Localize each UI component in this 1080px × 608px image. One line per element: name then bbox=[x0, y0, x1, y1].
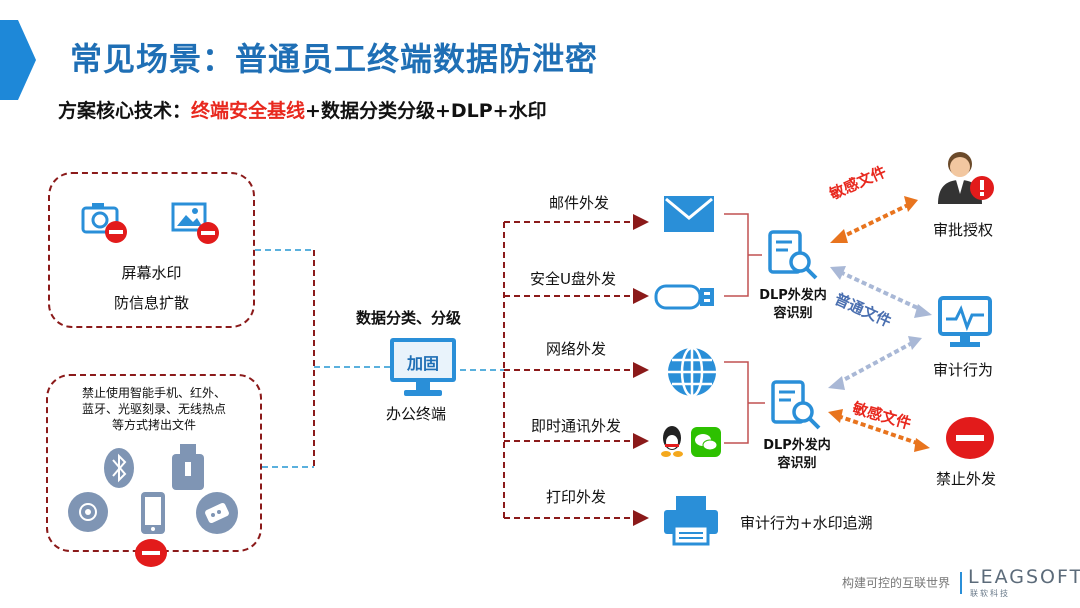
block-label: 禁止外发 bbox=[936, 470, 997, 488]
corner-decoration bbox=[0, 20, 36, 100]
footer-divider bbox=[960, 572, 962, 594]
globe-icon bbox=[668, 346, 716, 398]
sensitive-arrow-bottom bbox=[828, 409, 930, 452]
restriction-line-2: 蓝牙、光驱刻录、无线热点 bbox=[81, 402, 226, 416]
office-terminal-label: 办公终端 bbox=[386, 405, 447, 423]
infrared-remote-icon bbox=[196, 492, 238, 534]
normal-arrow-bottom bbox=[828, 336, 922, 390]
camera-icon bbox=[81, 203, 127, 243]
restriction-line-1: 禁止使用智能手机、红外、 bbox=[81, 386, 226, 400]
dlp-bottom-label: DLP外发内 容识别 bbox=[752, 437, 842, 473]
sensitive-arrow-top bbox=[830, 196, 918, 243]
subtitle: 方案核心技术：终端安全基线+数据分类分级+DLP+水印 bbox=[58, 96, 547, 123]
anti-diffusion-label: 防信息扩散 bbox=[113, 294, 189, 312]
monitor-icon bbox=[390, 338, 456, 396]
cd-icon bbox=[68, 492, 108, 532]
printer-icon bbox=[664, 496, 718, 546]
image-icon bbox=[171, 202, 219, 244]
channel-network-label: 网络外发 bbox=[546, 340, 607, 358]
screen-watermark-label: 屏幕水印 bbox=[121, 264, 182, 282]
usb-drive-icon bbox=[172, 444, 204, 490]
page-title: 常见场景：普通员工终端数据防泄密 bbox=[70, 40, 599, 78]
hardened-badge: 加固 bbox=[406, 354, 439, 373]
subtitle-suffix: +数据分类分级+DLP+水印 bbox=[305, 100, 547, 122]
print-audit-label: 审计行为+水印追溯 bbox=[740, 514, 873, 532]
mail-icon bbox=[664, 196, 714, 232]
user-alert-icon bbox=[938, 152, 994, 204]
brand-logo: LEAGSOFT bbox=[968, 566, 1080, 588]
dlp-scan-icon bbox=[771, 380, 821, 430]
qq-icon bbox=[661, 426, 683, 457]
channel-usb-label: 安全U盘外发 bbox=[530, 270, 616, 288]
channel-email-label: 邮件外发 bbox=[549, 194, 610, 212]
wechat-icon bbox=[691, 427, 721, 457]
block-icon bbox=[135, 539, 167, 567]
channel-im-label: 即时通讯外发 bbox=[531, 417, 622, 435]
subtitle-prefix: 方案核心技术： bbox=[58, 100, 192, 122]
footer-slogan: 构建可控的互联世界 bbox=[842, 576, 951, 590]
approval-label: 审批授权 bbox=[933, 221, 994, 239]
brand-subtitle: 联软科技 bbox=[970, 589, 1010, 598]
restriction-line-3: 等方式拷出文件 bbox=[111, 418, 196, 432]
dlp-bottom-line-1: DLP外发内 bbox=[763, 438, 831, 453]
audit-monitor-icon bbox=[938, 296, 992, 347]
screen-watermark-box bbox=[48, 172, 255, 328]
audit-label: 审计行为 bbox=[933, 361, 994, 379]
usb-stick-icon bbox=[654, 284, 714, 310]
dlp-bottom-line-2: 容识别 bbox=[777, 456, 817, 471]
device-restriction-text: 禁止使用智能手机、红外、 蓝牙、光驱刻录、无线热点 等方式拷出文件 bbox=[46, 385, 262, 433]
normal-arrow-top bbox=[830, 266, 932, 318]
dlp-top-label: DLP外发内 容识别 bbox=[748, 287, 838, 323]
data-classification-label: 数据分类、分级 bbox=[356, 309, 462, 327]
channel-print-label: 打印外发 bbox=[546, 488, 607, 506]
dlp-top-line-1: DLP外发内 bbox=[759, 288, 827, 303]
dlp-top-line-2: 容识别 bbox=[773, 306, 813, 321]
subtitle-highlight: 终端安全基线 bbox=[191, 100, 306, 122]
dlp-scan-icon bbox=[768, 230, 818, 280]
block-icon bbox=[946, 417, 994, 459]
bluetooth-icon bbox=[104, 448, 134, 488]
smartphone-icon bbox=[141, 492, 165, 534]
